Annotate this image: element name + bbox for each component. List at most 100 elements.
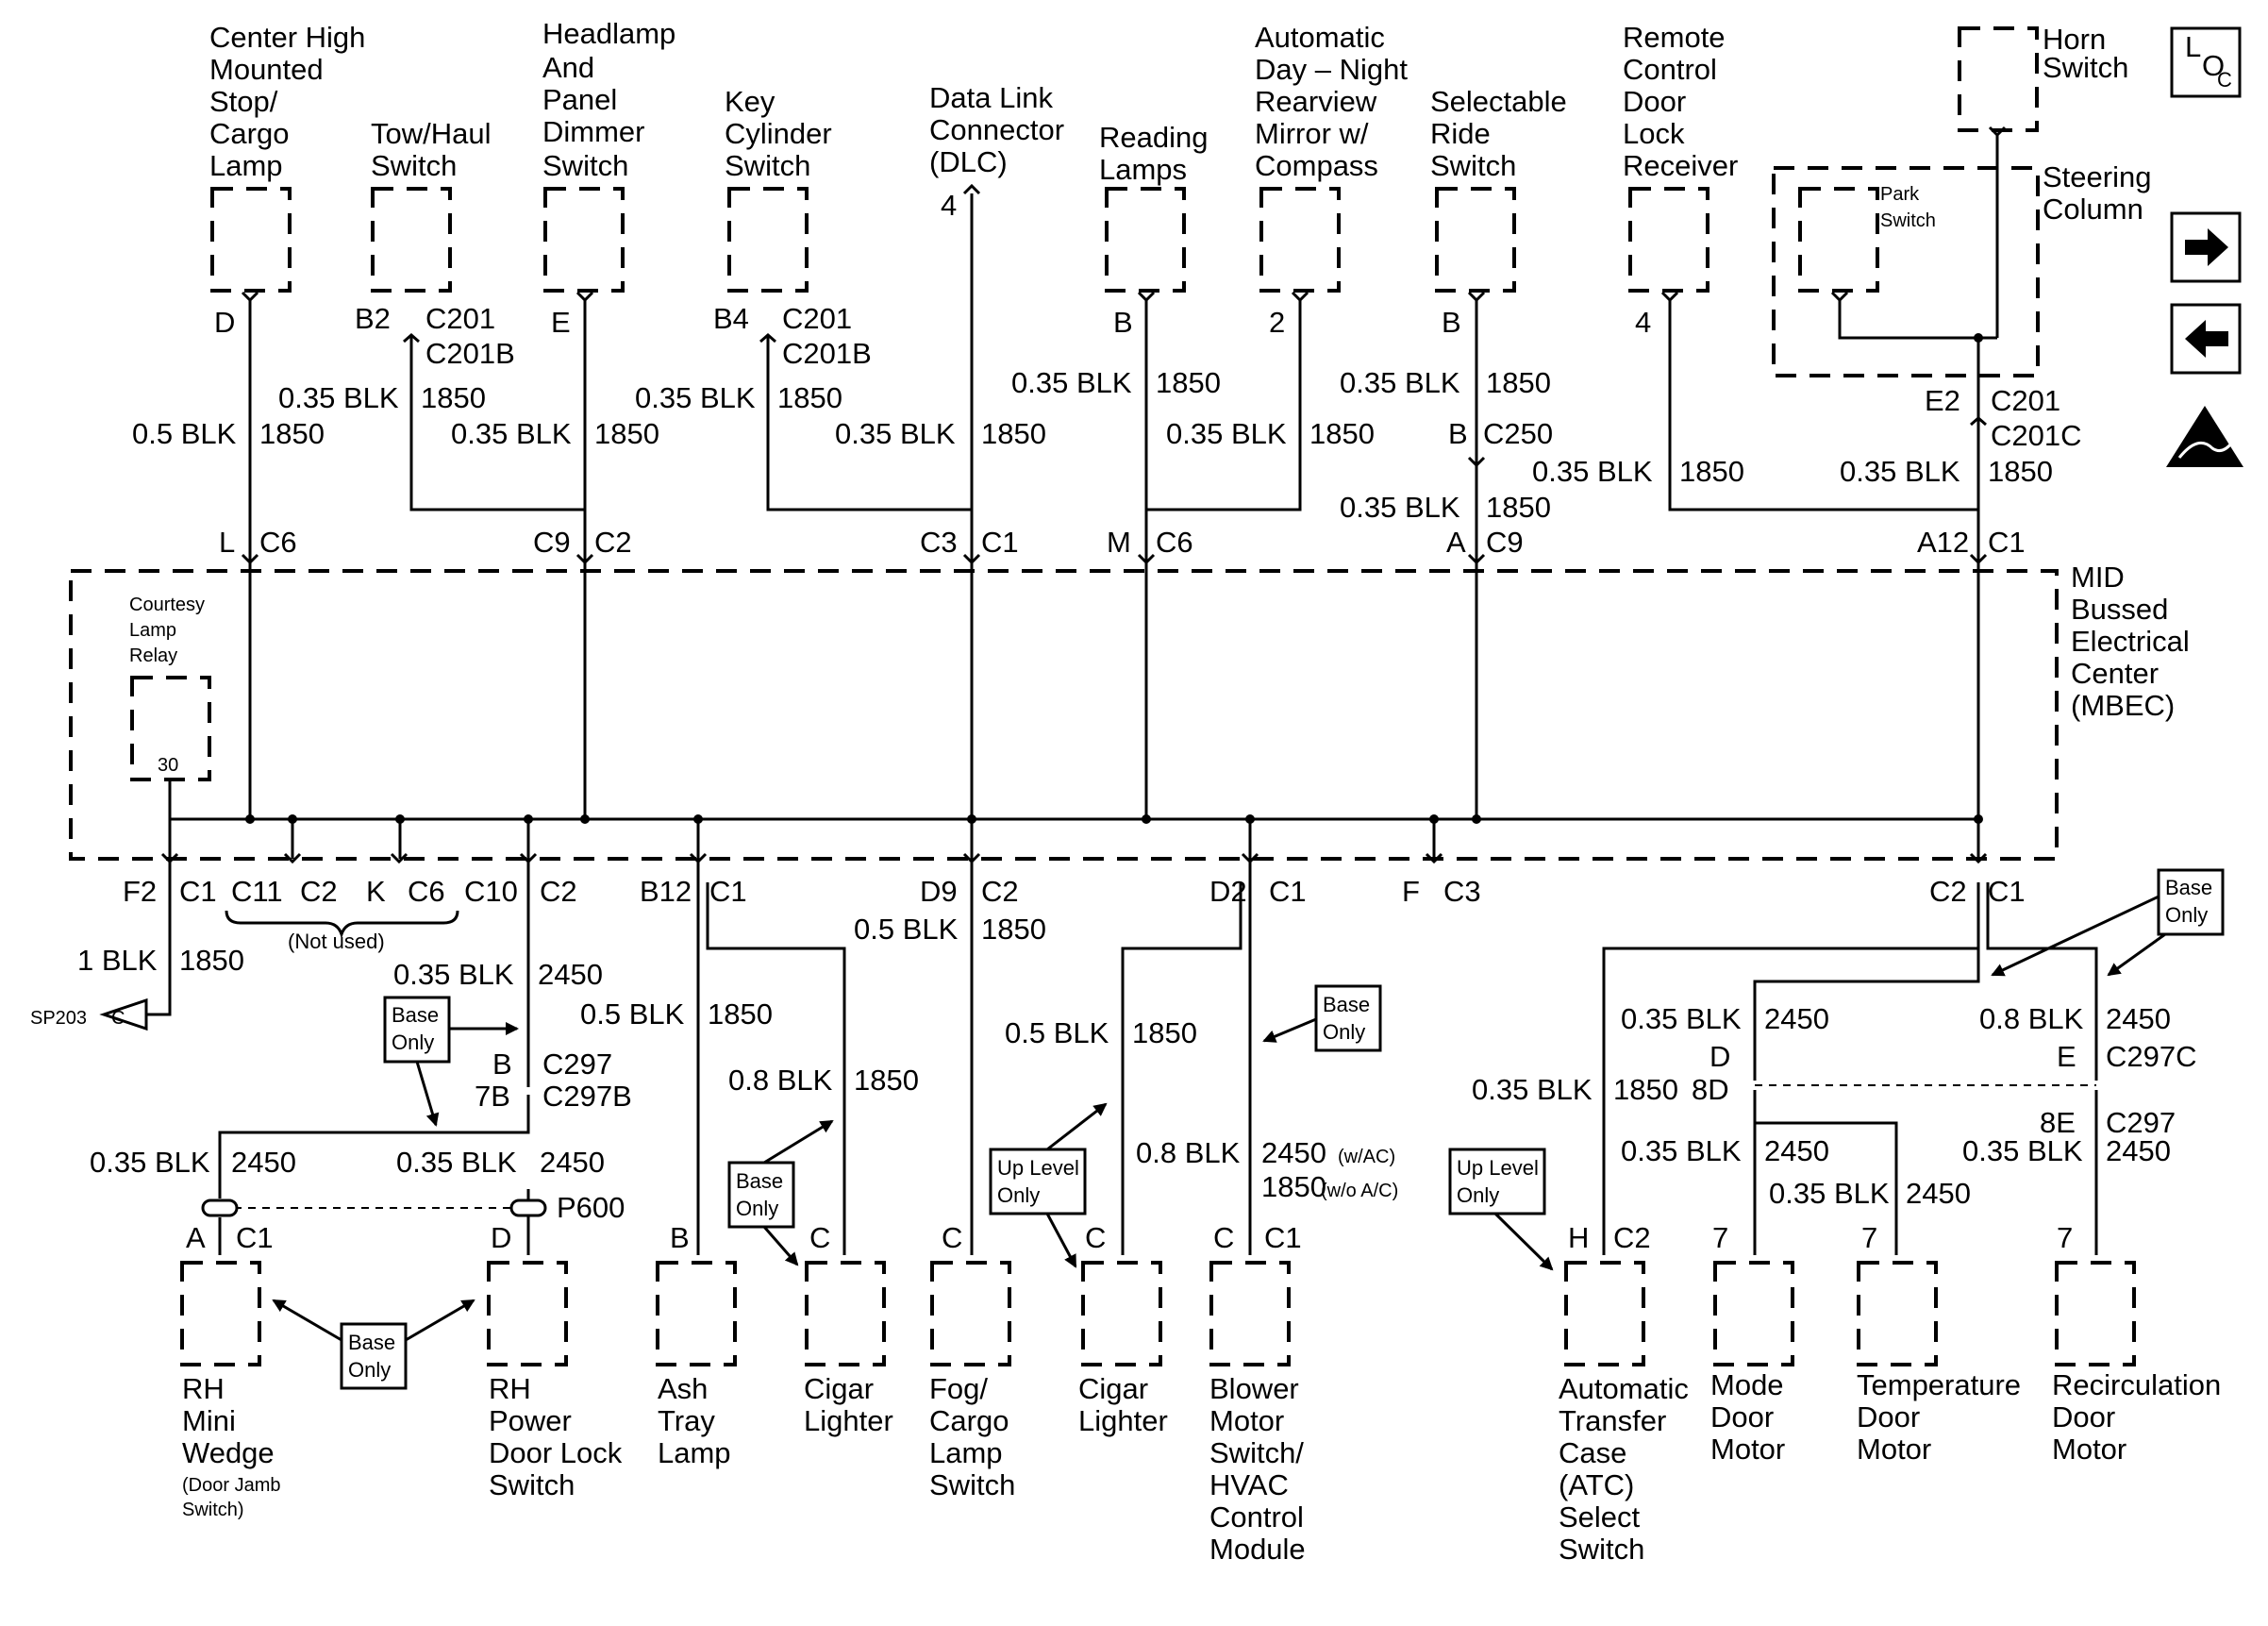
svg-text:C2: C2 [300, 875, 338, 908]
svg-text:B: B [492, 1048, 512, 1081]
svg-text:C9: C9 [533, 526, 571, 559]
svg-text:1850: 1850 [981, 913, 1046, 946]
svg-text:C1: C1 [179, 875, 217, 908]
svg-text:E2: E2 [1925, 384, 1960, 417]
svg-text:C201B: C201B [425, 337, 515, 370]
svg-text:A12: A12 [1917, 526, 1969, 559]
label-rcdlr: Remote Control Door Lock Receiver [1623, 21, 1738, 182]
svg-text:2450: 2450 [2106, 1002, 2171, 1035]
svg-text:0.35 BLK: 0.35 BLK [1166, 417, 1287, 450]
svg-text:2450: 2450 [1906, 1177, 1971, 1210]
splice-sp203-label: SP203 [30, 1008, 87, 1029]
label-tow-haul: Tow/Haul Switch [371, 117, 499, 182]
svg-text:C1: C1 [236, 1221, 274, 1254]
label-rh-mini-wedge: RH Mini Wedge [182, 1372, 275, 1469]
mbec-bottom-connectors: F2 C1 C11 C2 K C6 C10 C2 B12 C1 D9 C2 D2… [123, 875, 2026, 908]
svg-text:A: A [186, 1221, 206, 1254]
p600-connectors [201, 1199, 547, 1217]
svg-text:0.5 BLK: 0.5 BLK [854, 913, 959, 946]
svg-text:2: 2 [1269, 306, 1285, 339]
svg-text:C10: C10 [464, 875, 518, 908]
bottom-wire-labels: 1 BLK 1850 0.35 BLK 2450 B C297 7B C297B… [77, 913, 2197, 1210]
svg-text:1850: 1850 [1156, 366, 1221, 399]
mbec-top-connectors: L C6 C9 C2 C3 C1 M C6 A C9 A12 C1 E2 C20… [219, 384, 2082, 559]
label-ride-switch: Selectable Ride Switch [1430, 85, 1575, 182]
svg-text:0.35 BLK: 0.35 BLK [393, 958, 514, 991]
splice-sp203-letter: C [111, 1008, 125, 1029]
svg-text:B12: B12 [640, 875, 692, 908]
label-blower-hvac: Blower Motor Switch/ HVAC Control Module [1209, 1372, 1312, 1566]
svg-text:D: D [1709, 1040, 1730, 1073]
svg-text:0.35 BLK: 0.35 BLK [1011, 366, 1132, 399]
label-reading-lamps: Reading Lamps [1099, 121, 1216, 186]
svg-text:C6: C6 [408, 875, 445, 908]
svg-text:7B: 7B [475, 1080, 510, 1113]
mbec-outline [69, 569, 2059, 861]
svg-text:C201: C201 [1991, 384, 2060, 417]
label-dimmer: Headlamp And Panel Dimmer Switch [542, 17, 684, 182]
splice-sp203 [99, 997, 148, 1031]
svg-text:0.35 BLK: 0.35 BLK [835, 417, 956, 450]
top-pin-labels: D B2 C201 C201B E B4 C201 C201B 4 B 2 B … [214, 189, 1651, 450]
svg-text:0.35 BLK: 0.35 BLK [90, 1146, 210, 1179]
next-arrow-button[interactable] [2170, 211, 2242, 283]
svg-text:8E: 8E [2040, 1106, 2076, 1139]
svg-text:B: B [1442, 306, 1461, 339]
svg-text:C2: C2 [594, 526, 632, 559]
svg-text:C201C: C201C [1991, 419, 2082, 452]
label-fog-cargo: Fog/ Cargo Lamp Switch [929, 1372, 1017, 1501]
label-cigar-lighter-1: Cigar Lighter [804, 1372, 893, 1437]
location-icon[interactable]: L O C [2170, 26, 2242, 98]
svg-text:F: F [1402, 875, 1420, 908]
svg-text:C201: C201 [782, 302, 852, 335]
svg-text:1850: 1850 [1486, 366, 1551, 399]
prev-arrow-button[interactable] [2170, 303, 2242, 375]
label-dlc: Data Link Connector (DLC) [929, 81, 1073, 178]
svg-text:2450: 2450 [231, 1146, 296, 1179]
svg-text:H: H [1568, 1221, 1589, 1254]
svg-text:C11: C11 [231, 875, 283, 908]
relay-box [130, 676, 211, 781]
svg-text:1850: 1850 [708, 997, 773, 1031]
svg-text:2450: 2450 [2106, 1134, 2171, 1167]
svg-text:C: C [809, 1221, 830, 1254]
svg-text:0.35 BLK: 0.35 BLK [451, 417, 572, 450]
svg-text:L: L [2185, 30, 2201, 63]
relay-pin: 30 [158, 755, 178, 776]
svg-text:4: 4 [1635, 306, 1651, 339]
bottom-chevrons [160, 852, 1988, 864]
svg-text:1850: 1850 [594, 417, 659, 450]
svg-text:0.8 BLK: 0.8 BLK [1136, 1136, 1241, 1169]
svg-text:C3: C3 [920, 526, 958, 559]
svg-text:0.5 BLK: 0.5 BLK [1005, 1016, 1109, 1049]
svg-text:O: O [2202, 49, 2225, 82]
svg-text:1850: 1850 [1988, 455, 2053, 488]
svg-text:1850: 1850 [1309, 417, 1375, 450]
svg-text:2450: 2450 [1764, 1002, 1829, 1035]
svg-text:1850: 1850 [981, 417, 1046, 450]
svg-text:C1: C1 [1269, 875, 1307, 908]
label-mirror: Automatic Day – Night Rearview Mirror w/… [1255, 21, 1416, 182]
svg-text:1850: 1850 [259, 417, 325, 450]
svg-text:0.35 BLK: 0.35 BLK [1962, 1134, 2083, 1167]
label-ash-tray: Ash Tray Lamp [658, 1372, 731, 1469]
svg-text:C6: C6 [1156, 526, 1193, 559]
svg-text:B4: B4 [713, 302, 749, 335]
left-arrow-icon [2185, 320, 2228, 358]
svg-text:0.35 BLK: 0.35 BLK [1621, 1134, 1742, 1167]
svg-text:1850: 1850 [421, 381, 486, 414]
svg-text:1850: 1850 [1613, 1073, 1678, 1106]
svg-text:C201: C201 [425, 302, 495, 335]
top-component-boxes [210, 26, 2040, 377]
